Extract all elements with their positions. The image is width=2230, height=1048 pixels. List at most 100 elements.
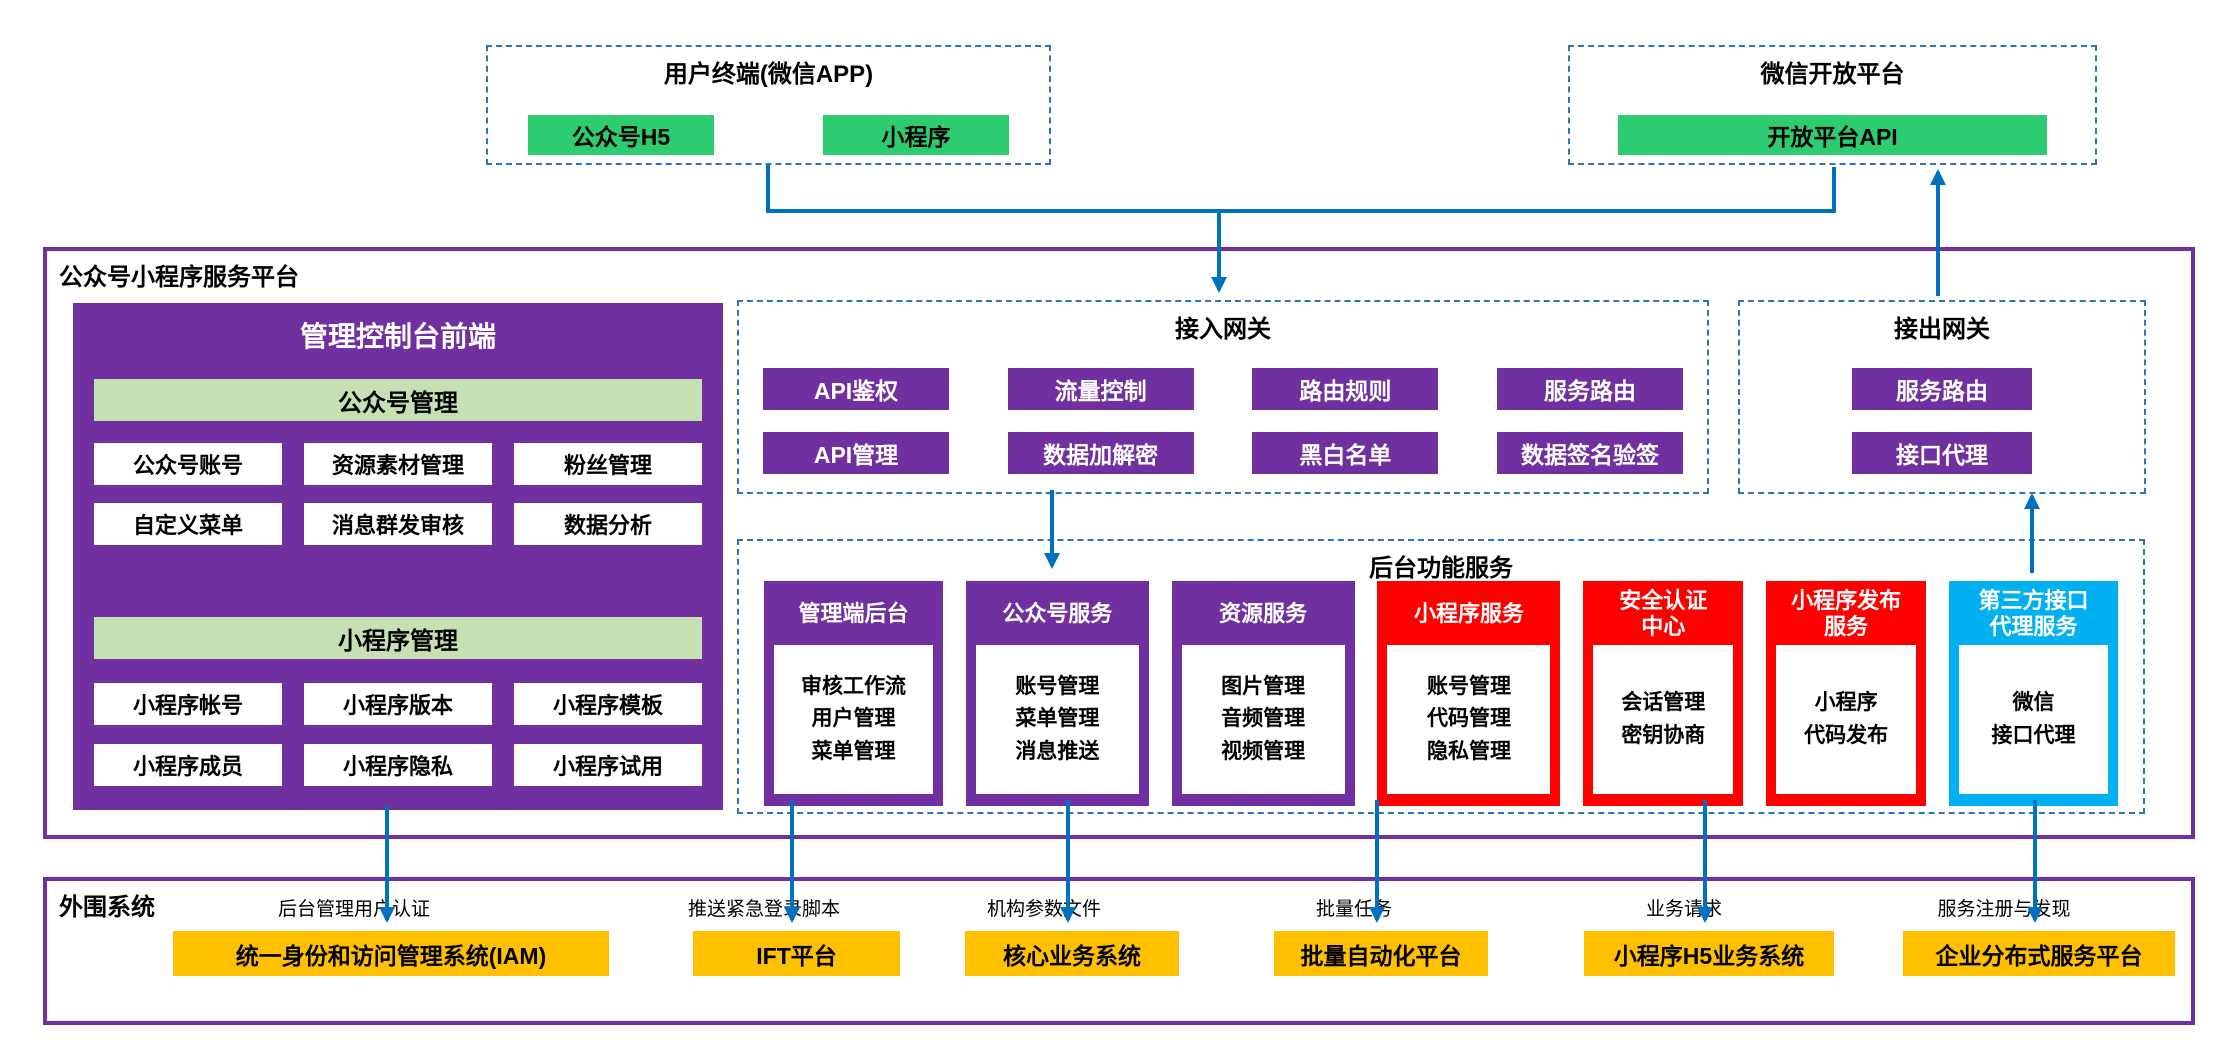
connection-label: 批量任务 (1315, 899, 1393, 920)
service-card-line: 代码管理 (1426, 707, 1511, 731)
service-card-thirdparty-proxy: 第三方接口 代理服务 微信 接口代理 (1948, 581, 2118, 806)
node-mini-program: 小程序 (823, 115, 1009, 155)
service-card-line: 密钥协商 (1621, 723, 1706, 747)
service-card-line: 审核工作流 (801, 674, 906, 698)
service-card-line: 会话管理 (1621, 690, 1706, 714)
service-card-body: 账号管理 代码管理 隐私管理 (1387, 645, 1551, 794)
peripheral-label: 外围系统 (59, 894, 155, 921)
service-card-title: 小程序服务 (1413, 600, 1524, 626)
user-terminal-group: 用户终端(微信APP) 公众号H5 小程序 (486, 45, 1051, 165)
service-card-line: 视频管理 (1221, 739, 1306, 763)
access-gateway-items: API鉴权 流量控制 路由规则 服务路由 API管理 数据加解密 黑白名单 数据… (763, 368, 1683, 474)
service-card-line: 音频管理 (1221, 707, 1306, 731)
user-terminal-title: 用户终端(微信APP) (663, 61, 874, 88)
console-item: 消息群发审核 (304, 503, 492, 545)
service-card-official-account: 公众号服务 账号管理 菜单管理 消息推送 (965, 581, 1149, 806)
service-card-line: 消息推送 (1015, 739, 1100, 763)
backend-service-cards: 管理端后台 审核工作流 用户管理 菜单管理 公众号服务 账号管理 菜单管理 消息… (764, 581, 2118, 806)
service-card-mini-program: 小程序服务 账号管理 代码管理 隐私管理 (1377, 581, 1561, 806)
console-row: 自定义菜单 消息群发审核 数据分析 (94, 503, 702, 545)
console-item: 粉丝管理 (514, 443, 702, 485)
service-card-title: 小程序发布 服务 (1791, 587, 1902, 639)
user-terminal-items: 公众号H5 小程序 (488, 115, 1049, 155)
gateway-chip: 服务路由 (1496, 368, 1683, 410)
connection-label: 机构参数文件 (986, 899, 1102, 920)
section-header-mini-program: 小程序管理 (94, 617, 702, 659)
console-item: 小程序版本 (304, 683, 492, 725)
console-item: 小程序隐私 (304, 744, 492, 786)
connection-label: 后台管理用户认证 (277, 899, 431, 920)
connection-label: 服务注册与发现 (1937, 899, 2071, 920)
service-card-line: 代码发布 (1804, 723, 1889, 747)
service-card-line: 账号管理 (1426, 674, 1511, 698)
service-card-line: 隐私管理 (1426, 739, 1511, 763)
service-card-body: 小程序 代码发布 (1776, 645, 1917, 794)
external-system-batch-automation: 批量自动化平台 (1274, 931, 1488, 976)
console-item: 小程序成员 (94, 744, 282, 786)
service-card-line: 用户管理 (811, 707, 896, 731)
service-card-title: 资源服务 (1219, 600, 1308, 626)
backend-services-title: 后台功能服务 (1369, 555, 1513, 582)
connection-label: 推送紧急登录脚本 (687, 899, 841, 920)
service-card-line: 菜单管理 (811, 739, 896, 763)
external-system-iam: 统一身份和访问管理系统(IAM) (173, 931, 609, 976)
service-card-admin-backend: 管理端后台 审核工作流 用户管理 菜单管理 (764, 581, 943, 806)
service-platform-container: 公众号小程序服务平台 管理控制台前端 公众号管理 公众号账号 资源素材管理 粉丝… (43, 247, 2195, 839)
backend-services-group: 后台功能服务 管理端后台 审核工作流 用户管理 菜单管理 公众号服务 账号管理 … (737, 539, 2145, 814)
service-card-security-auth: 安全认证 中心 会话管理 密钥协商 (1583, 581, 1744, 806)
service-card-line: 账号管理 (1015, 674, 1100, 698)
service-card-title: 安全认证 中心 (1619, 587, 1708, 639)
service-card-line: 小程序 (1814, 690, 1878, 714)
console-item: 公众号账号 (94, 443, 282, 485)
gateway-chip: 路由规则 (1252, 368, 1439, 410)
service-card-body: 审核工作流 用户管理 菜单管理 (774, 645, 933, 794)
external-system-ift: IFT平台 (693, 931, 900, 976)
service-card-line: 微信 (2012, 690, 2055, 714)
service-card-body: 账号管理 菜单管理 消息推送 (975, 645, 1139, 794)
console-item: 小程序模板 (514, 683, 702, 725)
external-system-h5-business: 小程序H5业务系统 (1584, 931, 1834, 976)
node-open-platform-api: 开放平台API (1618, 115, 2047, 155)
gateway-chip: 接口代理 (1852, 432, 2032, 474)
console-item: 资源素材管理 (304, 443, 492, 485)
service-card-title: 公众号服务 (1002, 600, 1113, 626)
peripheral-systems-container: 外围系统 后台管理用户认证 推送紧急登录脚本 机构参数文件 批量任务 业务请求 … (43, 877, 2195, 1025)
gateway-chip: API管理 (763, 432, 949, 474)
gateway-chip: API鉴权 (763, 368, 949, 410)
service-card-title: 第三方接口 代理服务 (1978, 587, 2089, 639)
outbound-gateway-group: 接出网关 服务路由 接口代理 (1738, 300, 2146, 494)
service-card-body: 微信 接口代理 (1958, 645, 2108, 794)
service-card-body: 会话管理 密钥协商 (1593, 645, 1734, 794)
open-platform-title: 微信开放平台 (1760, 61, 1905, 88)
service-card-body: 图片管理 音频管理 视频管理 (1181, 645, 1345, 794)
console-item: 数据分析 (514, 503, 702, 545)
access-gateway-title: 接入网关 (1175, 316, 1271, 343)
access-gateway-group: 接入网关 API鉴权 流量控制 路由规则 服务路由 API管理 数据加解密 黑白… (737, 300, 1709, 494)
section-header-official-account: 公众号管理 (94, 379, 702, 421)
service-card-release: 小程序发布 服务 小程序 代码发布 (1766, 581, 1927, 806)
external-system-core-business: 核心业务系统 (965, 931, 1179, 976)
service-card-line: 接口代理 (1991, 723, 2076, 747)
console-row: 小程序帐号 小程序版本 小程序模板 (94, 683, 702, 725)
service-card-line: 图片管理 (1221, 674, 1306, 698)
external-system-distributed-service: 企业分布式服务平台 (1903, 931, 2175, 976)
gateway-chip: 数据签名验签 (1496, 432, 1683, 474)
node-official-account-h5: 公众号H5 (528, 115, 714, 155)
wechat-open-platform-group: 微信开放平台 开放平台API (1568, 45, 2097, 165)
console-item: 自定义菜单 (94, 503, 282, 545)
gateway-chip: 数据加解密 (1007, 432, 1194, 474)
gateway-chip: 流量控制 (1007, 368, 1194, 410)
management-console-panel: 管理控制台前端 公众号管理 公众号账号 资源素材管理 粉丝管理 自定义菜单 消息… (73, 303, 723, 810)
connection-label: 业务请求 (1645, 899, 1723, 920)
service-card-title: 管理端后台 (798, 600, 909, 626)
console-row: 公众号账号 资源素材管理 粉丝管理 (94, 443, 702, 485)
console-title: 管理控制台前端 (299, 321, 496, 352)
gateway-chip: 服务路由 (1852, 368, 2032, 410)
console-item: 小程序试用 (514, 744, 702, 786)
console-row: 小程序成员 小程序隐私 小程序试用 (94, 744, 702, 786)
service-card-line: 菜单管理 (1015, 707, 1100, 731)
outbound-gateway-title: 接出网关 (1894, 316, 1990, 343)
gateway-chip: 黑白名单 (1252, 432, 1439, 474)
console-item: 小程序帐号 (94, 683, 282, 725)
